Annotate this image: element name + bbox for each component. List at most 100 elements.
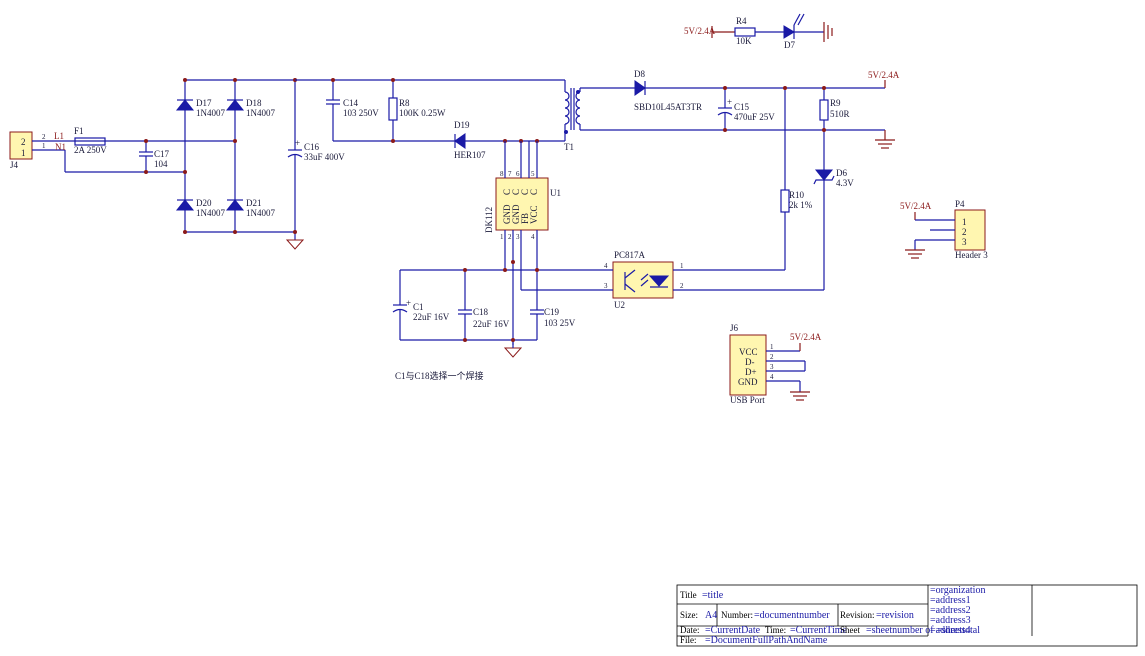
- r8-ref: R8: [399, 98, 410, 108]
- tb-size-label: Size:: [680, 610, 698, 620]
- tb-file-value: =DocumentFullPathAndName: [705, 635, 828, 646]
- net-n1: N1: [55, 142, 66, 152]
- d17-value: 1N4007: [196, 108, 225, 118]
- secondary-output: D8 SBD10L45AT3TR 5V/2.4A + C15 470uF 25V…: [634, 69, 900, 290]
- usb-port-j6: J6 VCC D- D+ GND USB Port 1 2 3 4 5V/2.4…: [729, 323, 822, 405]
- tb-number-label: Number:: [721, 610, 753, 620]
- r9-ref: R9: [830, 98, 841, 108]
- f1-ref: F1: [74, 126, 84, 136]
- snubber-network: C14 103 250V R8 100K 0.25W D19 HER107: [295, 78, 565, 160]
- c14-value: 103 250V: [343, 108, 379, 118]
- title-block: Title =title Size: A4 Number: =documentn…: [676, 584, 1138, 647]
- d8-value: SBD10L45AT3TR: [634, 102, 702, 112]
- d6-ref: D6: [836, 168, 847, 178]
- vcc-capacitor-bank: + C1 22uF 16V C18 22uF 16V C19 103 25V C…: [392, 260, 576, 381]
- d6-value: 4.3V: [836, 178, 854, 188]
- d21-ref: D21: [246, 198, 262, 208]
- d18-value: 1N4007: [246, 108, 275, 118]
- tb-date-label: Date:: [680, 625, 700, 635]
- tb-address3: =address3: [930, 615, 971, 626]
- tb-address4: =address4: [930, 625, 971, 636]
- capacitor-c17: C17 104: [64, 139, 185, 174]
- u1-pin-3: 3: [516, 233, 520, 241]
- tb-date-value: =CurrentDate: [705, 625, 761, 636]
- led-indicator-circuit: 5V/2.4A R4 10K D7: [684, 13, 833, 50]
- tb-revision-label: Revision:: [840, 610, 875, 620]
- u2-pin-1: 1: [680, 262, 684, 270]
- u1-pin-2: 2: [508, 233, 512, 241]
- f1-value: 2A 250V: [74, 145, 107, 155]
- j6-num-3: 3: [770, 363, 774, 371]
- tb-sheet-value: =sheetnumber of =sheettotal: [866, 625, 980, 636]
- r4-value: 10K: [736, 36, 752, 46]
- p4-pin-2: 2: [962, 227, 967, 237]
- u2-pin-2: 2: [680, 282, 684, 290]
- u1-pin-vcc: VCC: [529, 205, 539, 224]
- net-label-5v-p4: 5V/2.4A: [900, 201, 932, 211]
- d20-ref: D20: [196, 198, 212, 208]
- tb-time-label: Time:: [765, 625, 786, 635]
- u1-pin-fb: FB: [520, 213, 530, 224]
- svg-text:+: +: [406, 298, 411, 308]
- r9-value: 510R: [830, 109, 850, 119]
- c17-value: 104: [154, 159, 168, 169]
- j6-ref: J6: [730, 323, 739, 333]
- u2-ref: U2: [614, 300, 625, 310]
- net-label-5v-out: 5V/2.4A: [868, 70, 900, 80]
- u2-pin-4: 4: [604, 262, 608, 270]
- tb-title-label: Title: [680, 590, 697, 600]
- c1-ref: C1: [413, 302, 424, 312]
- tb-revision-value: =revision: [876, 610, 914, 621]
- transformer-t1: T1: [564, 80, 885, 152]
- u1-pin-6: 6: [516, 170, 520, 178]
- c16-ref: C16: [304, 142, 320, 152]
- u1-ref: U1: [550, 188, 561, 198]
- j6-dplus: D+: [745, 367, 757, 377]
- d18-ref: D18: [246, 98, 262, 108]
- p4-pin-3: 3: [962, 237, 967, 247]
- svg-text:+: +: [295, 138, 300, 148]
- c17-ref: C17: [154, 149, 170, 159]
- tb-organization: =organization: [930, 585, 985, 596]
- p4-value: Header 3: [955, 250, 988, 260]
- tb-number-value: =documentnumber: [754, 610, 830, 621]
- d19-value: HER107: [454, 150, 486, 160]
- u1-pin-c3: C: [520, 189, 530, 195]
- p4-pin-1: 1: [962, 217, 967, 227]
- tb-size-value: A4: [705, 610, 717, 621]
- u1-pin-gnd1: GND: [502, 204, 512, 224]
- r10-ref: R10: [789, 190, 805, 200]
- p4-ref: P4: [955, 199, 965, 209]
- connector-j4: 2 1 J4 2 1 L1 N1: [9, 131, 75, 170]
- u1-pin-4: 4: [531, 233, 535, 241]
- u2-part: PC817A: [614, 250, 646, 260]
- j6-value: USB Port: [730, 395, 765, 405]
- tb-time-value: =CurrentTime: [790, 625, 848, 636]
- d17-ref: D17: [196, 98, 212, 108]
- u1-pin-1: 1: [500, 233, 504, 241]
- r4-ref: R4: [736, 16, 747, 26]
- j4-pin-1: 1: [21, 148, 26, 158]
- u1-pin-c1: C: [502, 189, 512, 195]
- net-l1: L1: [54, 131, 64, 141]
- j6-num-2: 2: [770, 353, 774, 361]
- tb-address2: =address2: [930, 605, 971, 616]
- svg-text:+: +: [727, 97, 732, 107]
- tb-file-label: File:: [680, 635, 697, 645]
- j6-num-1: 1: [770, 343, 774, 351]
- u1-part: DK112: [484, 207, 494, 233]
- c18-ref: C18: [473, 307, 489, 317]
- c16-value: 33uF 400V: [304, 152, 345, 162]
- bridge-rectifier: D17 1N4007 D18 1N4007 D20 1N4007 D21 1N4…: [175, 78, 295, 234]
- t1-ref: T1: [564, 142, 574, 152]
- c14-ref: C14: [343, 98, 359, 108]
- d8-ref: D8: [634, 69, 645, 79]
- r8-value: 100K 0.25W: [399, 108, 446, 118]
- c15-value: 470uF 25V: [734, 112, 775, 122]
- header-p4: P4 1 2 3 Header 3 5V/2.4A: [900, 199, 988, 260]
- r10-value: 2k 1%: [789, 200, 813, 210]
- d19-ref: D19: [454, 120, 470, 130]
- d20-value: 1N4007: [196, 208, 225, 218]
